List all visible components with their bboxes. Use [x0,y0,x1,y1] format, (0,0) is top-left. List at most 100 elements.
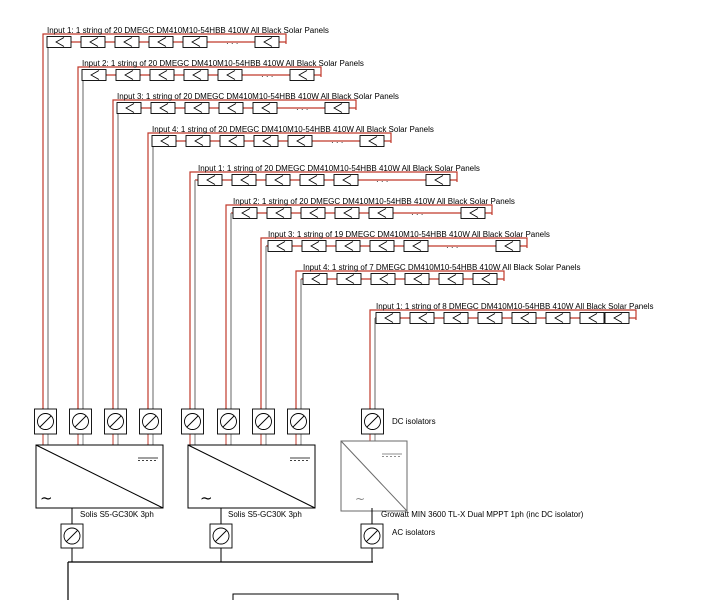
panel-frame [267,240,293,252]
dc-isolator-icon [69,408,92,435]
solar-panel-icon [185,135,211,147]
solar-panel-icon [182,36,208,48]
inverter-diagonal [340,440,408,512]
diode-symbol [274,175,284,185]
panel-frame [425,174,451,186]
solar-panel-icon [232,207,258,219]
diode-symbol [158,70,168,80]
ellipsis: · · · [296,105,308,114]
panel-frame [114,36,140,48]
diode-symbol [123,37,133,47]
string-label: Input 4: 1 string of 7 DMEGC DM410M10-54… [303,263,580,272]
diode-symbol [159,103,169,113]
inverter-diagonal [187,444,316,509]
inverter-solis-1 [35,444,164,509]
solar-panel-icon [289,69,315,81]
ac-symbol: ~ [40,489,53,507]
solar-panel-icon [265,174,291,186]
isolator-switch [220,413,237,430]
solar-panel-icon [301,240,327,252]
distribution-board [232,593,399,600]
panel-frame [265,174,291,186]
diode-symbol [384,313,394,323]
diode-symbol [227,103,237,113]
solar-panel-icon [184,102,210,114]
panel-frame [324,102,350,114]
positive-wire [189,171,458,409]
solar-panel-icon [495,240,521,252]
panel-frame [403,240,429,252]
solar-panel-icon [114,36,140,48]
diode-symbol [345,274,355,284]
isolator-switch-bar [366,530,378,542]
solar-panel-icon [80,36,106,48]
panel-frame [409,312,435,324]
isolator-switch [363,527,381,545]
diode-symbol [469,208,479,218]
diode-symbol [228,136,238,146]
panel-frame [150,102,176,114]
ac-isolator-icon [209,523,233,549]
ac-isolator-icon [60,523,84,549]
string-label: Input 2: 1 string of 20 DMEGC DM410M10-5… [82,59,364,68]
panel-frame [334,207,360,219]
diode-symbol [447,274,457,284]
panel-frame [253,135,279,147]
dc-isolator-icon [287,408,310,435]
solar-panel-icon [511,312,537,324]
diode-symbol [412,241,422,251]
panel-frame [197,174,223,186]
positive-wire [295,270,505,409]
solar-panel-icon [81,69,107,81]
solar-panel-icon [409,312,435,324]
ac-symbol: ~ [200,489,213,507]
diode-symbol [157,37,167,47]
ellipsis: · · · [411,210,423,219]
isolator-switch-bar [222,415,235,428]
solar-panel-icon [472,273,498,285]
solar-panel-icon [375,312,401,324]
diode-symbol [240,175,250,185]
panel-frame [116,102,142,114]
solar-panel-icon [324,102,350,114]
positive-wire [147,132,392,409]
inverter-diagonal [35,444,164,509]
panel-frame [252,102,278,114]
diode-symbol [377,208,387,218]
solar-panel-icon [604,312,630,324]
diode-symbol [368,136,378,146]
dc-isolator-icon [139,408,162,435]
solar-panel-icon [300,207,326,219]
panel-frame [477,312,503,324]
panel-frame [302,273,328,285]
solar-panel-icon [231,174,257,186]
panel-frame [301,240,327,252]
diode-symbol [520,313,530,323]
solar-panel-icon [579,312,605,324]
panel-frame [254,36,280,48]
panel-frame [46,36,72,48]
solar-panel-icon [425,174,451,186]
panel-frame [266,207,292,219]
diode-symbol [613,313,623,323]
panel-frame [511,312,537,324]
isolator-switch-bar [74,415,87,428]
dc-isolator-icon [104,408,127,435]
inverter-label: Solis S5-GC30K 3ph [80,510,154,519]
panel-frame [231,174,257,186]
panel-frame [333,174,359,186]
diode-symbol [434,175,444,185]
solar-panel-icon [183,69,209,81]
solar-panel-icon [403,240,429,252]
ac-isolator-icon [360,523,384,549]
panel-frame [185,135,211,147]
panel-frame [472,273,498,285]
string-label: Input 1: 1 string of 20 DMEGC DM410M10-5… [198,164,480,173]
isolator-switch-bar [109,415,122,428]
diode-symbol [276,241,286,251]
solar-panel-icon [149,69,175,81]
diode-symbol [192,70,202,80]
dc-isolator-icon [34,408,57,435]
dc-isolator-icon [361,408,384,435]
